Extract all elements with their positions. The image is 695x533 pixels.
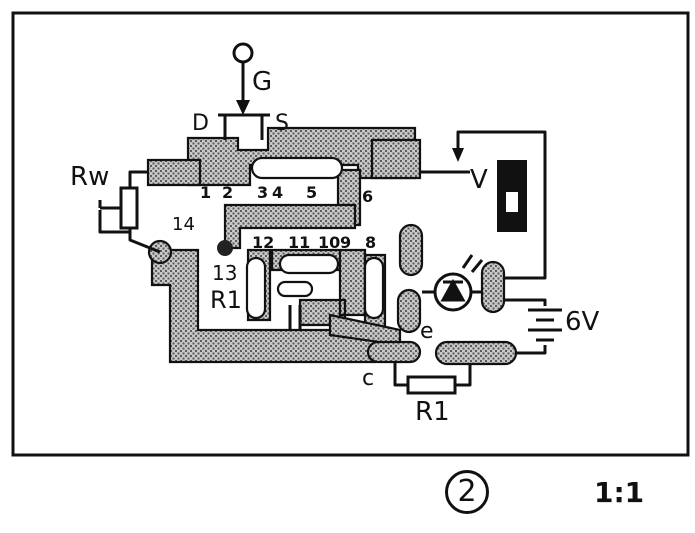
drain-label: D: [192, 111, 209, 136]
pin-8-label: 8: [365, 233, 376, 252]
meter-window: [506, 192, 518, 212]
pin-6-label: 6: [362, 187, 373, 206]
emitter-label: e: [420, 319, 434, 344]
pin-10-label: 10: [318, 233, 340, 252]
rw-label: Rw: [70, 162, 109, 192]
meter-wire: [420, 130, 547, 280]
led-rays: [461, 254, 484, 273]
board-frame: [11, 11, 690, 457]
rw-resistor: [119, 186, 139, 230]
figure-number: 2: [445, 470, 489, 514]
voltage-label: 6V: [565, 307, 600, 337]
trace-right-block: [370, 138, 422, 180]
battery-wire: [504, 298, 547, 355]
gate-label: G: [252, 67, 272, 97]
gate-arrow: [236, 100, 250, 115]
pad-left-vertical: [245, 256, 267, 320]
rw-wiper: [98, 200, 120, 210]
pad-small-oval: [276, 280, 314, 298]
trace-left-stub: [146, 158, 202, 187]
terminal-13-label: 13: [212, 261, 237, 285]
pin-12-label: 12: [252, 233, 274, 252]
pin-4-label: 4: [272, 183, 283, 202]
meter-arrow: [452, 148, 464, 162]
pad-upper-right-vertical: [398, 223, 424, 277]
pad-13: [217, 240, 233, 256]
pin-9-label: 9: [340, 233, 351, 252]
gate-terminal-circle: [232, 42, 254, 64]
v-label: V: [470, 165, 488, 195]
pad-c-horizontal: [366, 340, 422, 364]
battery-cells: [528, 308, 562, 342]
r1-outer-label: R1: [415, 397, 450, 427]
led-symbol: [440, 278, 466, 302]
pad-8-vertical: [363, 256, 385, 320]
pad-top-slot: [250, 156, 344, 180]
source-label: S: [275, 111, 289, 136]
pin-1-label: 1: [200, 183, 211, 202]
terminal-14-label: 14: [172, 214, 195, 235]
pin-11-label: 11: [288, 233, 310, 252]
scale-label: 1:1: [594, 476, 645, 509]
pin-5-label: 5: [306, 183, 317, 202]
pad-right-vertical: [480, 260, 506, 314]
center-capacitor: [288, 305, 302, 330]
pad-bottom-right-horizontal: [434, 340, 518, 366]
pin-3-label: 3: [257, 183, 268, 202]
collector-label: c: [362, 366, 374, 391]
r1-bottom-wire: [393, 362, 472, 387]
r1-bottom-resistor: [406, 375, 457, 395]
fet-body: [218, 113, 270, 140]
r1-inner-label: R1: [210, 286, 242, 314]
pad-e-vertical: [396, 288, 422, 334]
pin-2-label: 2: [222, 183, 233, 202]
pad-center-slot: [278, 253, 340, 275]
